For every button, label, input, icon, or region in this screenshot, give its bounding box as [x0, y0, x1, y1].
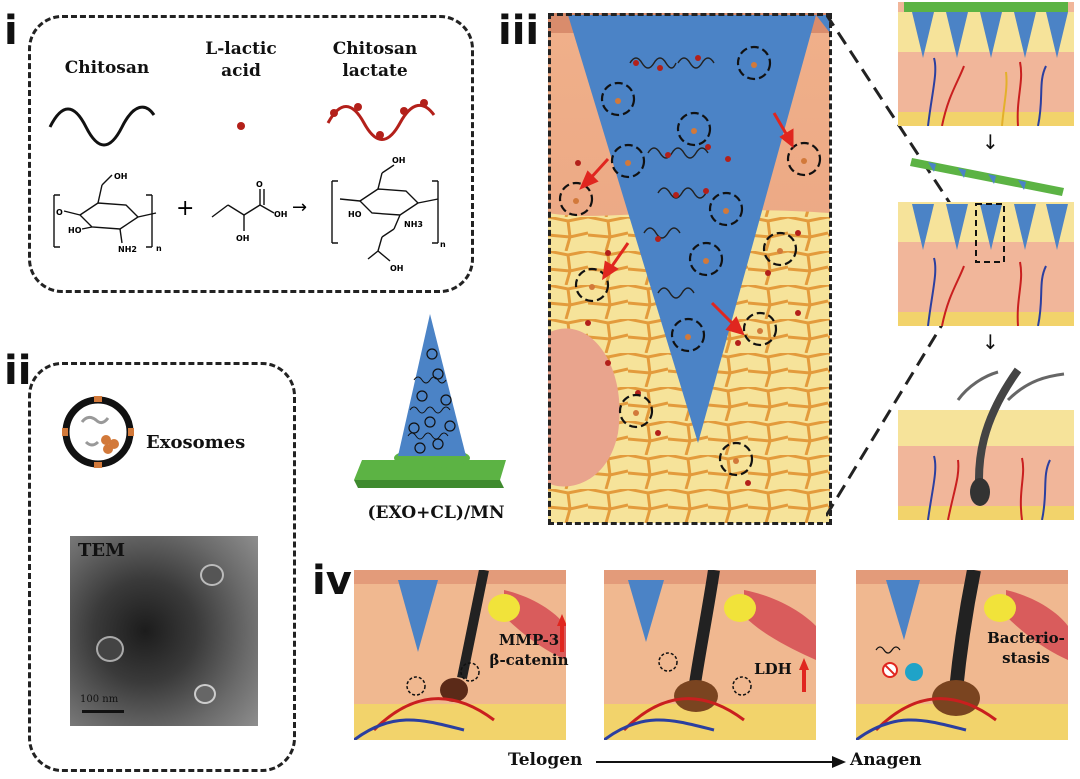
chem-ho-1: HO	[68, 226, 82, 235]
chem-oh-3: OH	[236, 234, 250, 243]
release-arrows	[579, 112, 794, 336]
skin-step-1	[898, 2, 1074, 126]
chem-oh-2: OH	[274, 210, 288, 219]
chem-nh2: NH2	[118, 245, 137, 254]
exosome-cargo	[573, 62, 807, 464]
chitosan-structure	[53, 174, 157, 248]
step-arrow-2: ↓	[982, 330, 999, 354]
cl-line-1: Chitosan	[332, 39, 418, 59]
lactate-dots	[575, 55, 801, 486]
panel-i-box	[28, 15, 474, 293]
lactic-line-2: acid	[221, 61, 261, 81]
stage3-label: Bacterio- stasis	[976, 628, 1076, 668]
chem-n-2: n	[440, 240, 446, 249]
stage3-line-2: stasis	[1002, 649, 1050, 667]
stage1-line-1: MMP-3	[498, 631, 560, 649]
lactic-line-1: L-lactic	[205, 39, 277, 59]
chem-oh-1: OH	[114, 172, 128, 181]
chem-oh-4: OH	[392, 156, 406, 165]
mn-label: (EXO+CL)/MN	[367, 503, 505, 523]
polymer-chains	[629, 57, 715, 299]
panel-iv-label: iv	[312, 558, 352, 604]
progression-arrow	[596, 756, 846, 768]
chem-ho-2: HO	[348, 210, 362, 219]
panel-i-graphics: OH HO NH2 n O + O OH OH → OH HO NH3 n OH	[48, 99, 446, 273]
tem-vesicle-1	[200, 564, 224, 586]
panel-iii-label: iii	[498, 8, 540, 54]
telogen-label: Telogen	[508, 750, 583, 770]
tem-scale-bar	[82, 710, 124, 713]
chitosan-lactate-chain	[326, 104, 436, 141]
chitosan-lactate-label: Chitosan lactate	[320, 38, 430, 82]
stage1-label: MMP-3 β-catenin	[484, 630, 574, 670]
chitosan-chain	[48, 105, 156, 147]
panel-iii-zoom	[548, 13, 830, 523]
tem-vesicle-3	[194, 684, 216, 704]
exosomes-label: Exosomes	[146, 432, 246, 453]
tem-image: TEM 100 nm	[70, 536, 258, 726]
stage3-line-1: Bacterio-	[987, 629, 1065, 647]
tem-vesicle-2	[96, 636, 124, 662]
panel-iii-frame	[548, 13, 832, 525]
lactic-acid-label: L-lactic acid	[196, 38, 286, 82]
removed-patch	[910, 158, 1064, 196]
lactic-acid-structure	[211, 189, 275, 231]
tem-scale-label: 100 nm	[80, 694, 119, 705]
panel-ii-box	[28, 362, 296, 772]
anagen-label: Anagen	[850, 750, 922, 770]
chem-n-1: n	[156, 244, 162, 253]
skin-step-2	[898, 202, 1074, 326]
chem-o-1: O	[56, 208, 63, 217]
exosome-circles	[558, 45, 822, 477]
microneedle-illustration	[354, 314, 506, 488]
chitosan-label: Chitosan	[64, 58, 150, 78]
cl-line-2: lactate	[342, 61, 408, 81]
stage1-line-2: β-catenin	[489, 651, 569, 669]
skin-step-3	[898, 367, 1074, 520]
chem-oh-5: OH	[390, 264, 404, 273]
reaction-arrow: →	[292, 197, 307, 218]
lactic-acid-dot	[237, 122, 245, 130]
tem-label: TEM	[78, 540, 126, 561]
stage2-label: LDH	[754, 660, 792, 678]
stage-mid-panel	[604, 570, 816, 740]
chitosan-lactate-structure	[331, 164, 439, 262]
plus-sign: +	[176, 196, 194, 221]
exosome-icon	[62, 396, 134, 468]
chem-o-2: O	[256, 180, 263, 189]
panel-i-label: i	[4, 8, 18, 54]
stage-anagen-panel	[856, 570, 1068, 740]
chem-nh3: NH3	[404, 220, 423, 229]
panel-ii-label: ii	[4, 348, 32, 394]
step-arrow-1: ↓	[982, 130, 999, 154]
stage-telogen-panel	[354, 570, 566, 740]
